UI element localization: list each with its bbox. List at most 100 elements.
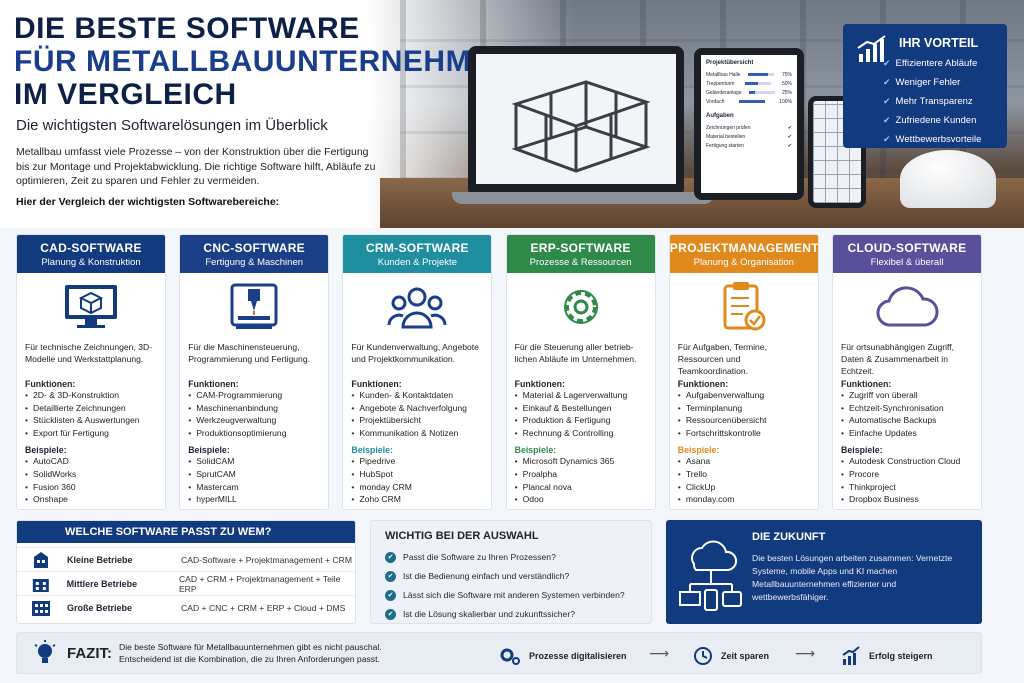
tablet-tasks-title: Aufgaben	[706, 113, 734, 119]
list-item: Produktionsoptimierung	[188, 427, 320, 440]
list-item: SprutCAM	[188, 468, 320, 481]
list-item: ClickUp	[678, 481, 810, 494]
examples-list: Autodesk Construction CloudProcoreThinkp…	[833, 455, 981, 505]
advantages-box: IHR VORTEIL ✔Effizientere Abläufe ✔Wenig…	[843, 24, 1007, 148]
progress-fill	[748, 91, 756, 94]
monitor-cube-icon	[17, 273, 165, 341]
tablet-task: Zeichnungen prüfen✔	[706, 125, 792, 131]
functions-label: Funktionen:	[677, 379, 729, 389]
list-item: Export für Fertigung	[25, 427, 157, 440]
card-title: CAD-SOFTWARE	[40, 241, 142, 255]
functions-list: AufgabenverwaltungTerminplanungRessource…	[670, 389, 818, 439]
check-icon: ✔	[385, 571, 396, 582]
conclusion-bar: FAZIT: Die beste Software für Metallbauu…	[16, 632, 982, 674]
list-item: ✔Weniger Fehler	[883, 73, 981, 92]
list-item: Projektübersicht	[351, 414, 483, 427]
list-item: Procore	[841, 468, 973, 481]
progress-fill	[738, 100, 765, 103]
list-item: Werkzeugverwaltung	[188, 414, 320, 427]
list-item: Plancal nova	[515, 481, 647, 494]
list-item: Ressourcenübersicht	[678, 414, 810, 427]
list-item: Einkauf & Bestellungen	[515, 402, 647, 415]
list-item: Detaillierte Zeichnungen	[25, 402, 157, 415]
functions-label: Funktionen:	[841, 379, 892, 389]
hard-hat-image	[900, 150, 996, 208]
list-item: Dropbox Business	[841, 493, 973, 506]
functions-label: Funktionen:	[25, 379, 76, 389]
check-icon: ✔	[787, 125, 792, 131]
list-item: Kunden- & Kontaktdaten	[351, 389, 483, 402]
check-icon: ✔	[883, 58, 891, 68]
list-item: ✔Effizientere Abläufe	[883, 54, 981, 73]
check-icon: ✔	[385, 552, 396, 563]
card-description: Für die Steuerung aller betrieb-lichen A…	[514, 342, 637, 364]
list-item: Microsoft Dynamics 365	[515, 455, 647, 468]
list-item: Rechnung & Controlling	[515, 427, 647, 440]
progress-fill	[745, 82, 759, 85]
phone-screen	[813, 101, 861, 203]
list-item: Echtzeit-Synchronisation	[841, 402, 973, 415]
check-icon: ✔	[787, 143, 792, 149]
table-row: Große Betriebe CAD + CNC + CRM + ERP + C…	[17, 595, 355, 619]
page-subtitle: Die wichtigsten Softwarelösungen im Über…	[16, 117, 328, 134]
small-building-icon	[34, 551, 48, 568]
large-building-icon	[32, 600, 50, 616]
list-item: Produktion & Fertigung	[515, 414, 647, 427]
step-success: Erfolg steigern	[841, 646, 933, 666]
card-subtitle: Kunden & Projekte	[377, 257, 457, 268]
list-item: ✔Mehr Transparenz	[883, 92, 981, 111]
list-item: HubSpot	[351, 468, 483, 481]
list-item: hyperMILL	[188, 493, 320, 506]
clipboard-icon	[670, 273, 818, 341]
medium-building-icon	[32, 578, 49, 592]
list-item: AutoCAD	[25, 455, 157, 468]
check-icon: ✔	[883, 134, 891, 144]
gears-icon	[500, 648, 520, 665]
future-text: Die besten Lösungen arbeiten zusammen: V…	[752, 553, 953, 602]
check-icon: ✔	[883, 115, 891, 125]
laptop-screen	[476, 54, 676, 184]
advantages-title: IHR VORTEIL	[899, 36, 979, 50]
examples-list: SolidCAMSprutCAMMastercamhyperMILL	[180, 455, 328, 505]
card-description: Für die Maschinensteuerung, Programmieru…	[188, 342, 310, 364]
tablet-task: Material bestellen✔	[706, 134, 792, 140]
functions-list: CAM-ProgrammierungMaschinenanbindungWerk…	[180, 389, 328, 439]
list-item: ✔Zufriedene Kunden	[883, 111, 981, 130]
step-save-time: Zeit sparen	[693, 646, 769, 666]
card-subtitle: Flexibel & überall	[870, 257, 944, 268]
title-line-2: FÜR METALLBAUUNTERNEHMEN	[14, 45, 514, 78]
card-description: Für technische Zeichnungen, 3D-Modelle u…	[25, 342, 153, 364]
gear-icon	[507, 273, 655, 341]
list-item: Fortschrittskontrolle	[678, 427, 810, 440]
list-item: Mastercam	[188, 481, 320, 494]
card-title: PROJEKTMANAGEMENT	[669, 241, 819, 255]
list-item: Asana	[678, 455, 810, 468]
list-item: Maschinenanbindung	[188, 402, 320, 415]
clock-icon	[694, 647, 712, 665]
progress-fill	[748, 73, 768, 76]
list-item: Aufgabenverwaltung	[678, 389, 810, 402]
card-description: Für ortsunabhängigen Zugriff, Daten & Zu…	[841, 342, 955, 376]
examples-label: Beispiele:	[841, 445, 883, 456]
list-item: Terminplanung	[678, 402, 810, 415]
check-icon: ✔	[385, 590, 396, 601]
check-icon: ✔	[883, 96, 891, 106]
laptop-base	[452, 192, 714, 204]
table-row: Kleine Betriebe CAD-Software + Projektma…	[17, 547, 355, 571]
card-title: CLOUD-SOFTWARE	[847, 241, 967, 255]
list-item: Proalpha	[515, 468, 647, 481]
functions-list: 2D- & 3D-KonstruktionDetaillierte Zeichn…	[17, 389, 165, 439]
list-item: ✔Wettbewerbsvorteile	[883, 130, 981, 149]
list-item: Angebote & Nachverfolgung	[351, 402, 483, 415]
card-title: CNC-SOFTWARE	[203, 241, 305, 255]
